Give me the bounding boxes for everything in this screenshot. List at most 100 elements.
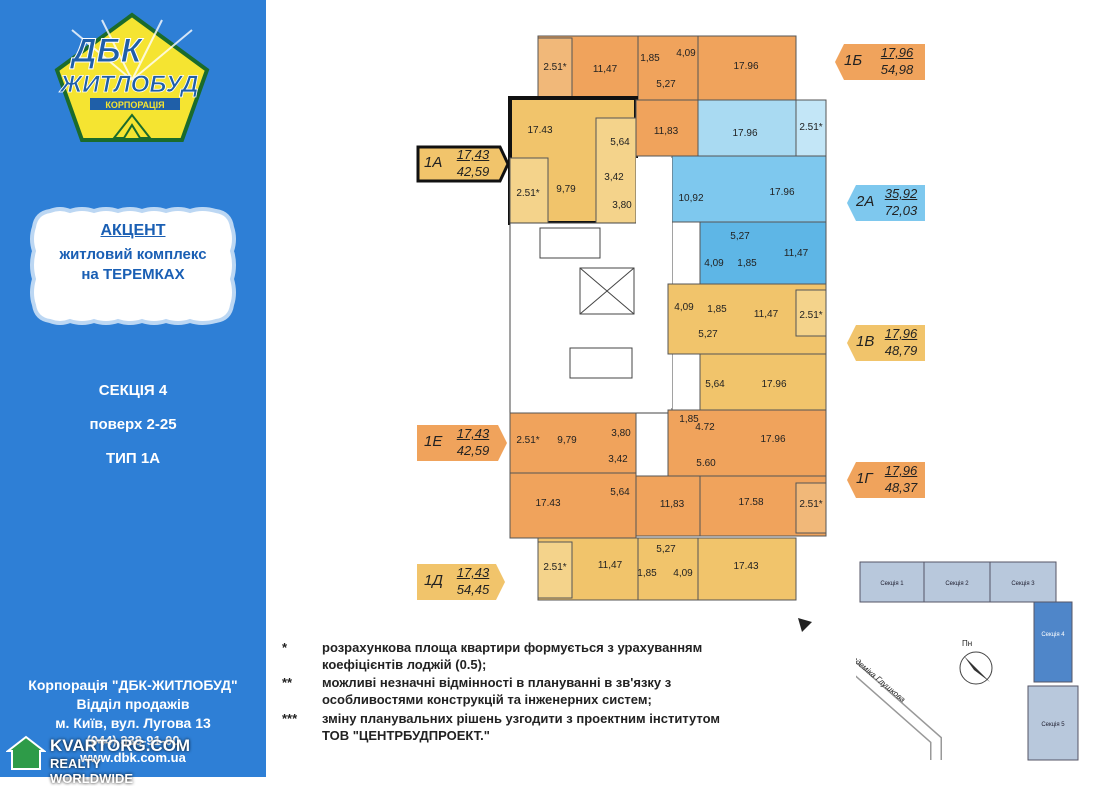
room-area: 1,85 [707, 304, 727, 315]
room-area: 11,83 [660, 499, 685, 510]
apartment-tag-1v[interactable]: 1В 17,96 48,79 [846, 324, 926, 362]
tag-shape [847, 462, 925, 498]
apartment-1g-plan[interactable] [667, 409, 827, 537]
apartment-tag-2a[interactable]: 2А 35,92 72,03 [846, 184, 926, 222]
apartment-tag-1d[interactable]: 1Д 17,43 54,45 [416, 563, 506, 601]
project-location: на ТЕРЕМКАХ [81, 266, 185, 283]
room-area: 17.43 [527, 125, 552, 136]
room-area: 1,85 [679, 414, 699, 425]
note-line: коефіцієнтів лоджій (0.5); [322, 657, 487, 672]
apartment-total-area: 42,59 [456, 443, 490, 458]
note-line: ТОВ "ЦЕНТРБУДПРОЕКТ." [322, 728, 490, 743]
apartment-2a-plan[interactable] [671, 99, 827, 285]
tag-shape [847, 325, 925, 361]
room-area: 2.51* [799, 310, 822, 321]
logo-line1: ДБК [69, 32, 144, 70]
apartment-living-area: 17,43 [456, 147, 490, 162]
apartment-tag-1b[interactable]: 1Б 17,96 54,98 [834, 43, 926, 81]
room-area: 17.43 [733, 561, 758, 572]
room-area: 9,79 [557, 435, 577, 446]
room-area: 4,09 [704, 258, 724, 269]
room-area: 5,64 [610, 487, 630, 498]
room-area: 17.96 [732, 128, 757, 139]
house-icon [6, 735, 46, 770]
north-label: Пн [962, 639, 972, 648]
project-title: АКЦЕНТ [100, 222, 166, 239]
sidebar: ДБК ЖИТЛОБУД КОРПОРАЦІЯ АКЦЕНТ житловий … [0, 0, 266, 786]
room-area: 4.72 [695, 422, 715, 433]
room-area: 5,27 [656, 79, 676, 90]
room-area: 1,85 [637, 568, 657, 579]
apartment-code: 2А [856, 193, 875, 210]
room-area: 2.51* [799, 499, 822, 510]
apartment-1e-plan[interactable] [509, 412, 637, 539]
room-area: 17.96 [769, 187, 794, 198]
room-area: 11,47 [754, 309, 779, 320]
apartment-tag-1e[interactable]: 1Е 17,43 42,59 [416, 424, 508, 462]
apartment-living-area: 17,43 [456, 426, 490, 441]
room-area: 1,85 [640, 53, 660, 64]
logo-line2: ЖИТЛОБУД [58, 71, 198, 98]
note-mark: *** [282, 711, 298, 726]
apartment-living-area: 17,96 [880, 45, 914, 60]
apartment-total-area: 54,98 [880, 62, 914, 77]
room-area: 2.51* [799, 122, 822, 133]
room-area: 2.51* [516, 188, 539, 199]
room-area: 11,83 [654, 126, 679, 137]
room-area: 2.51* [516, 435, 539, 446]
room-area: 17.96 [733, 61, 758, 72]
room-area: 3,42 [608, 454, 628, 465]
tag-shape [416, 145, 510, 183]
apartment-living-area: 35,92 [884, 186, 918, 201]
watermark: KVARTORG.COM REALTY WORLDWIDE [6, 733, 190, 786]
room-area: 17.96 [760, 434, 785, 445]
north-arrow-icon [959, 651, 993, 685]
room-area: 9,79 [556, 184, 576, 195]
road-arrow-icon [798, 618, 812, 632]
apartment-1v-plan[interactable] [667, 283, 827, 411]
apartment-1d-plan[interactable] [537, 537, 797, 601]
room-area: 5,64 [610, 137, 630, 148]
room-area: 11,47 [784, 248, 809, 259]
apartment-living-area: 17,43 [456, 565, 490, 580]
room-area: 17.96 [761, 379, 786, 390]
room-area: 17.43 [535, 498, 560, 509]
watermark-sub: REALTY WORLDWIDE [50, 756, 134, 786]
project-subtitle: житловий комплекс [59, 246, 207, 263]
room-area: 3,80 [612, 200, 632, 211]
apartment-total-area: 72,03 [884, 203, 918, 218]
watermark-brand: KVARTORG.COM [50, 736, 191, 755]
site-section-4: Секція 4 [1041, 632, 1065, 638]
tag-shape [847, 185, 925, 221]
site-section-5: Секція 5 [1041, 722, 1065, 728]
apartment-total-area: 42,59 [456, 164, 490, 179]
note-mark: ** [282, 675, 293, 690]
apartment-tag-1a[interactable]: 1А 17,43 42,59 [416, 145, 510, 183]
room-area: 5,27 [698, 329, 718, 340]
apartment-1b-plan[interactable] [537, 35, 797, 101]
tag-shape [417, 564, 505, 600]
room-area: 3,80 [611, 428, 631, 439]
room-area: 5,27 [656, 544, 676, 555]
apartment-tag-1g[interactable]: 1Г 17,96 48,37 [846, 461, 926, 499]
room-area: 11,47 [593, 64, 618, 75]
site-map: Секція 1 Секція 2 Секція 3 Секція 4 Секц… [856, 561, 1079, 761]
stair-elevator-core [509, 158, 673, 414]
tag-shape [417, 425, 507, 461]
apartment-total-area: 48,37 [884, 480, 918, 495]
contact-site: www.dbk.com.ua [80, 750, 186, 765]
room-areas: 2.51* 11,47 4,09 1,85 17.96 5,27 17.43 5… [516, 48, 822, 579]
site-section-3: Секція 3 [1011, 581, 1035, 587]
room-area: 5.60 [696, 458, 716, 469]
room-area: 5,64 [705, 379, 725, 390]
apartment-code: 1Е [424, 433, 443, 450]
room-area: 4,09 [676, 48, 696, 59]
tag-shape [835, 44, 925, 80]
apartment-total-area: 54,45 [456, 582, 490, 597]
logo-line3: КОРПОРАЦІЯ [105, 100, 164, 110]
site-section-2: Секція 2 [945, 581, 969, 587]
apartment-living-area: 17,96 [884, 326, 918, 341]
site-section-1: Секція 1 [880, 581, 904, 587]
contact-phone: (044) 338-91-00 [86, 733, 180, 748]
apartment-1a-plan[interactable] [508, 96, 638, 225]
